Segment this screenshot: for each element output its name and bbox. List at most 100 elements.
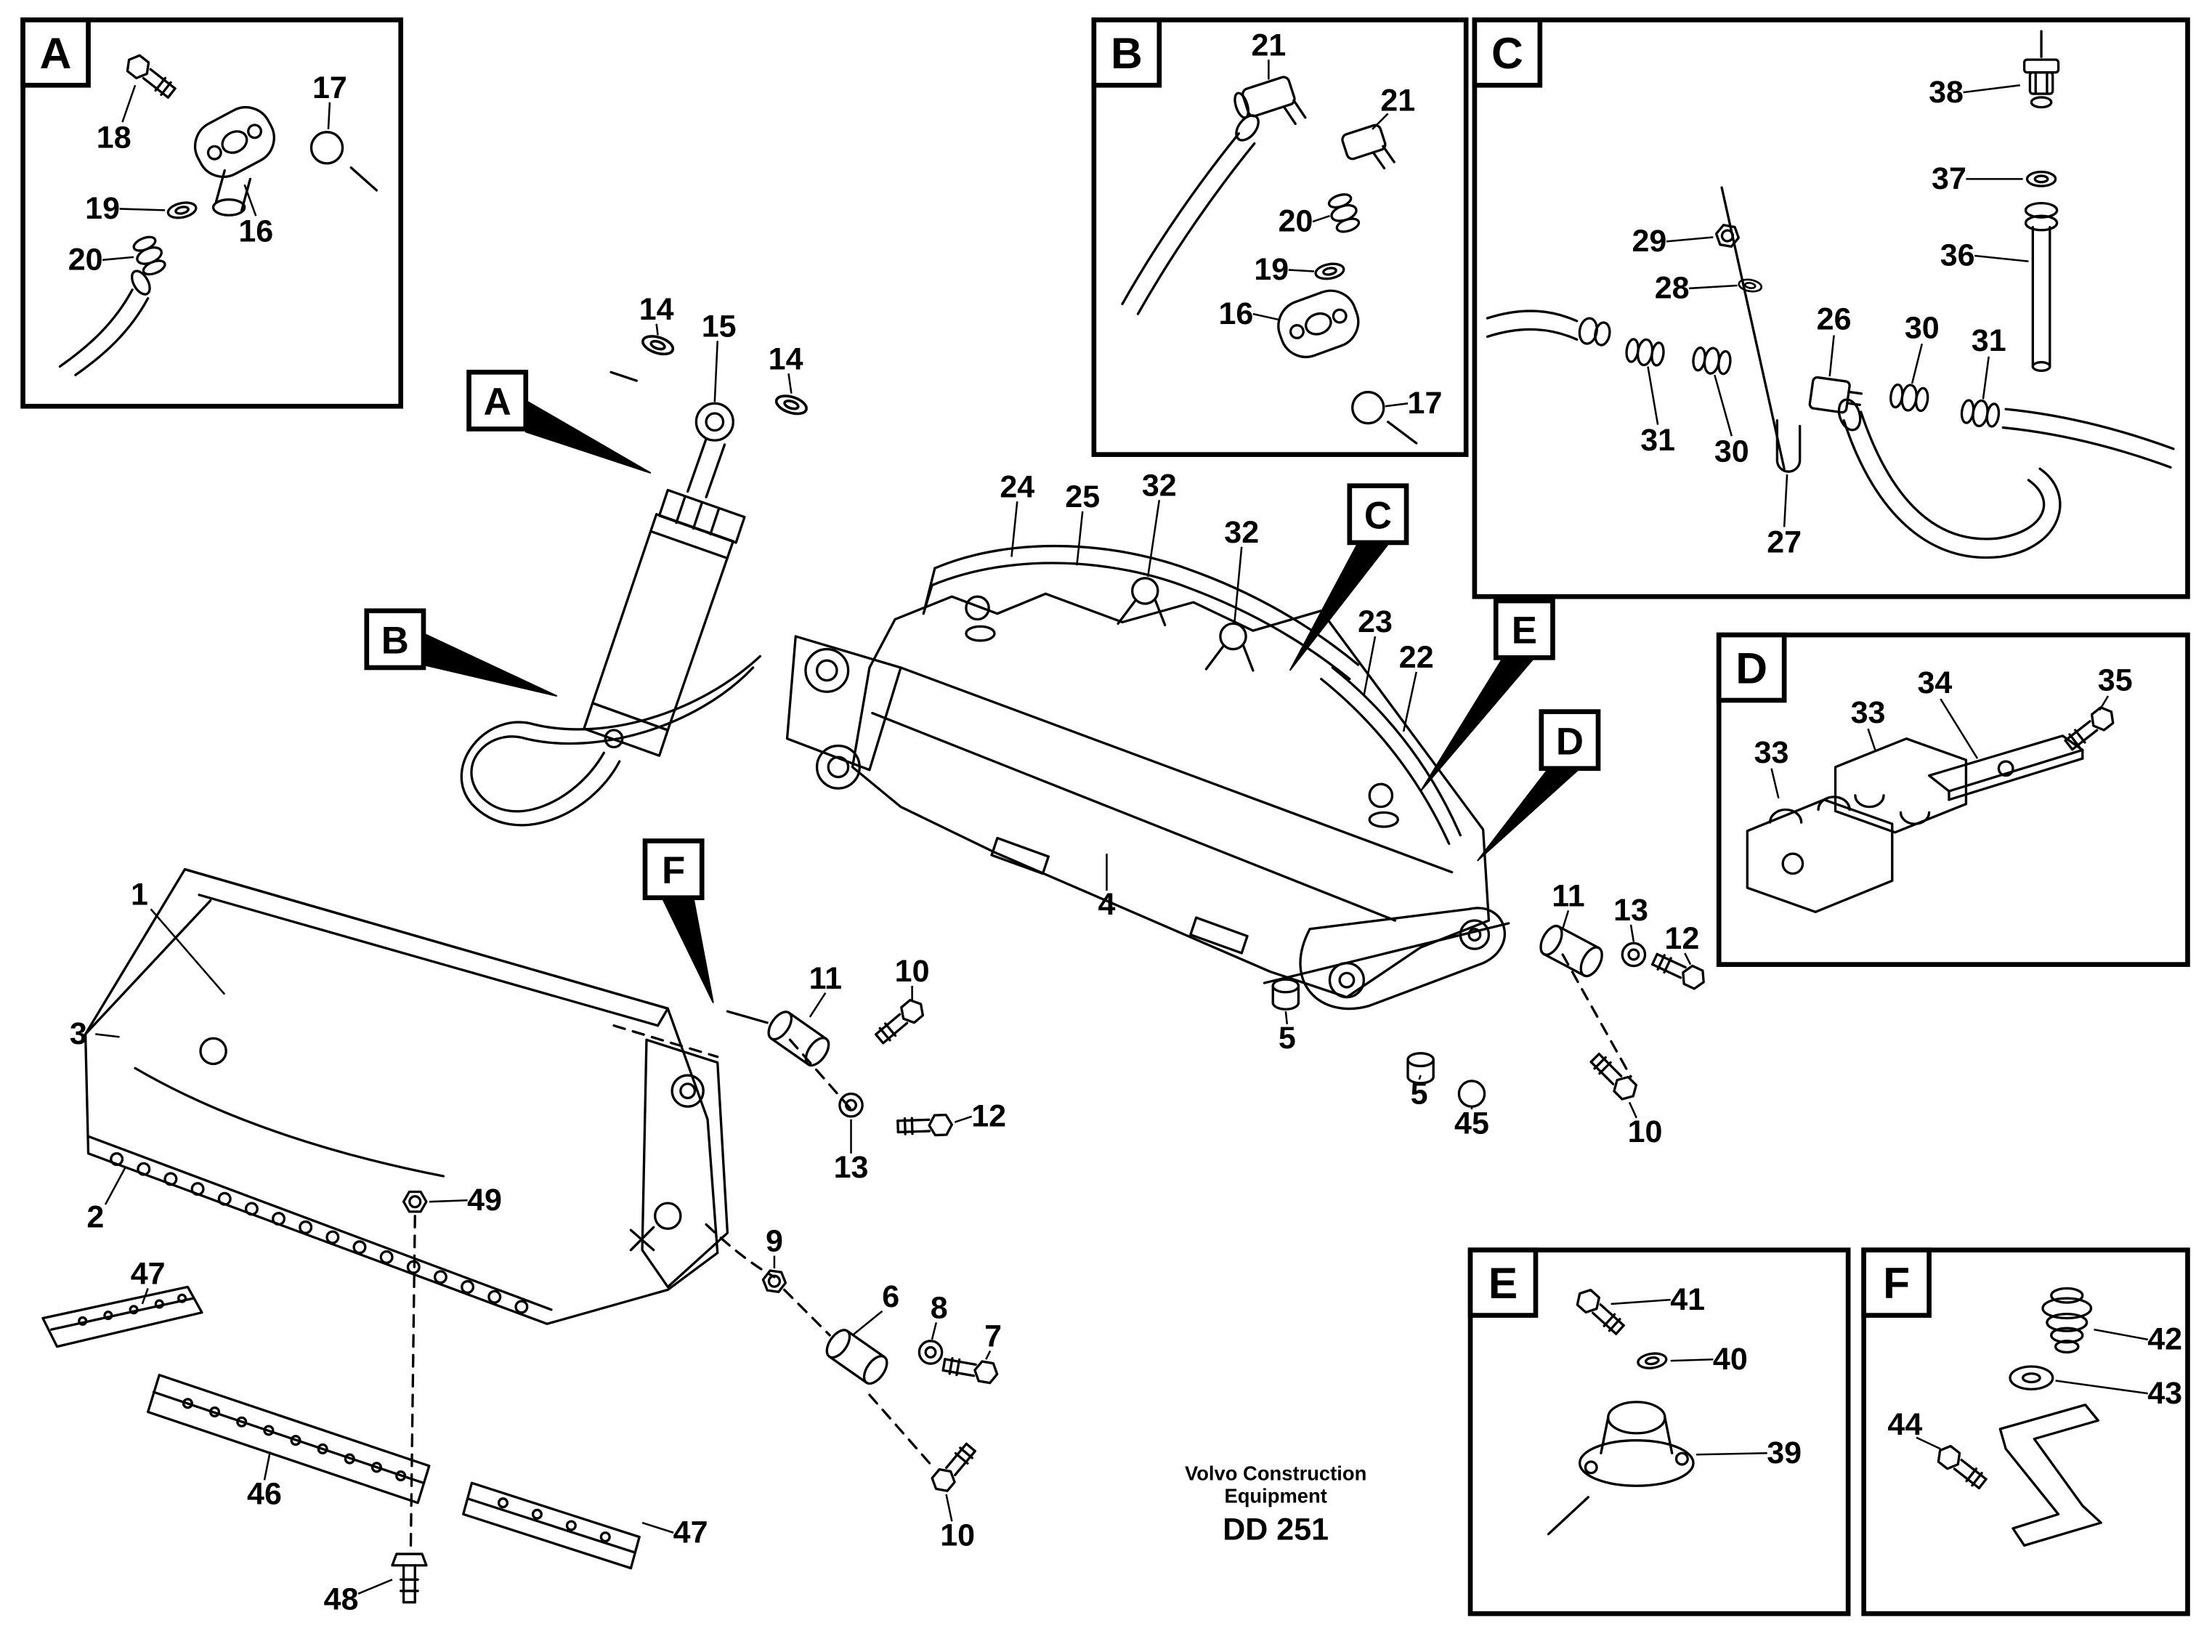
part-30: 30	[1905, 310, 1940, 384]
part-41-leader	[1611, 1298, 1671, 1305]
part-10-label: 10	[1628, 1114, 1663, 1149]
u-clip-27	[1775, 419, 1802, 473]
part-26-label: 26	[1817, 302, 1852, 337]
part-26-leader	[1828, 335, 1835, 377]
part-49-label: 49	[467, 1183, 502, 1218]
part-31-label: 31	[1640, 423, 1675, 458]
part-45-label: 45	[1454, 1106, 1489, 1141]
part-31-leader	[1647, 366, 1659, 425]
detail-view-D: D	[1716, 632, 2190, 967]
callout-F: F	[642, 838, 714, 1003]
part-33-leader	[1770, 768, 1780, 799]
part-17-leader	[327, 102, 331, 129]
part-21-leader	[1372, 113, 1389, 130]
part-1-label: 1	[131, 878, 148, 912]
part-18-leader	[121, 84, 137, 123]
callout-F-box	[642, 838, 705, 901]
part-31-label: 31	[1972, 323, 2006, 358]
part-11-leader	[809, 992, 827, 1018]
detail-b-drawing	[1121, 76, 1418, 445]
part-29-label: 29	[1632, 224, 1666, 259]
part-4-label: 4	[1098, 887, 1116, 922]
part-10: 10	[1628, 1101, 1663, 1149]
part-30-label: 30	[1714, 434, 1749, 469]
detail-view-B: B	[1091, 17, 1469, 458]
detail-view-A-letter-box	[20, 17, 91, 88]
part-34-leader	[1940, 698, 1979, 759]
part-49: 49	[429, 1183, 502, 1218]
part-17: 17	[1385, 386, 1443, 421]
part-34: 34	[1917, 665, 1979, 759]
bucket-pin-drawings	[705, 995, 1000, 1497]
part-20: 20	[68, 243, 134, 278]
detail-view-F: F	[1861, 1247, 2190, 1616]
part-1: 1	[131, 878, 226, 995]
part-20: 20	[1279, 204, 1330, 239]
detail-view-D-border	[1716, 632, 2190, 967]
part-20-leader	[102, 256, 134, 262]
part-36: 36	[1940, 238, 2029, 273]
part-29-leader	[1666, 236, 1714, 243]
part-23: 23	[1358, 604, 1393, 697]
callout-A-box	[466, 369, 529, 432]
part-14-leader	[655, 323, 659, 336]
detail-view-B-border	[1091, 17, 1469, 458]
part-10-label: 10	[940, 1518, 975, 1552]
part-3-label: 3	[70, 1016, 87, 1051]
part-30-label: 30	[1905, 310, 1940, 345]
part-33-label: 33	[1851, 695, 1886, 730]
callout-D-box	[1539, 709, 1601, 772]
o-ring-17b	[1351, 390, 1385, 425]
part-20-label: 20	[68, 243, 103, 278]
callout-D: D	[1477, 709, 1601, 862]
part-42-label: 42	[2147, 1322, 2182, 1357]
part-32: 32	[1224, 515, 1259, 623]
part-17-label: 17	[312, 70, 347, 105]
detail-view-C-letter: C	[1491, 28, 1523, 78]
o-ring-17	[309, 131, 344, 165]
callout-E-box	[1493, 598, 1555, 660]
callout-A: A	[466, 369, 652, 474]
part-24-leader	[1010, 501, 1018, 557]
part-2: 2	[86, 1167, 126, 1234]
part-49-leader	[429, 1199, 468, 1203]
part-48: 48	[324, 1579, 393, 1616]
part-43-leader	[2055, 1380, 2148, 1395]
part-27: 27	[1767, 474, 1802, 560]
detail-a-drawing	[58, 50, 378, 376]
part-39-label: 39	[1767, 1436, 1802, 1470]
detail-view-B-letter-box	[1091, 17, 1162, 88]
o-ring-45	[1457, 1080, 1486, 1108]
part-16: 16	[238, 184, 273, 248]
part-22-label: 22	[1399, 640, 1434, 675]
part-14: 14	[639, 292, 674, 336]
detail-view-B-letter: B	[1111, 28, 1143, 78]
detail-view-E: E	[1467, 1247, 1851, 1616]
part-42: 42	[2094, 1322, 2182, 1357]
part-40-leader	[1670, 1358, 1714, 1362]
part-40: 40	[1670, 1342, 1748, 1377]
part-44-leader	[1916, 1436, 1941, 1450]
part-32-leader	[1146, 500, 1161, 578]
callout-C: C	[1289, 483, 1409, 671]
part-22-leader	[1402, 671, 1417, 732]
part-40-label: 40	[1713, 1342, 1748, 1377]
brand-text-line2: Equipment	[1224, 1485, 1326, 1507]
part-27-leader	[1783, 474, 1788, 527]
callout-E-letter: E	[1512, 610, 1537, 652]
part-17-label: 17	[1408, 386, 1443, 421]
part-19-leader	[119, 208, 166, 211]
part-8: 8	[931, 1291, 948, 1340]
detail-view-A-border	[20, 17, 404, 409]
callout-C-letter: C	[1364, 494, 1392, 537]
callout-E-arrow	[1419, 657, 1536, 792]
callout-E: E	[1419, 598, 1555, 792]
part-33: 33	[1851, 695, 1886, 750]
callout-A-arrow	[524, 399, 652, 474]
part-35-leader	[2099, 695, 2110, 711]
part-44-label: 44	[1887, 1407, 1922, 1442]
part-30: 30	[1714, 374, 1749, 469]
part-18: 18	[97, 84, 137, 155]
